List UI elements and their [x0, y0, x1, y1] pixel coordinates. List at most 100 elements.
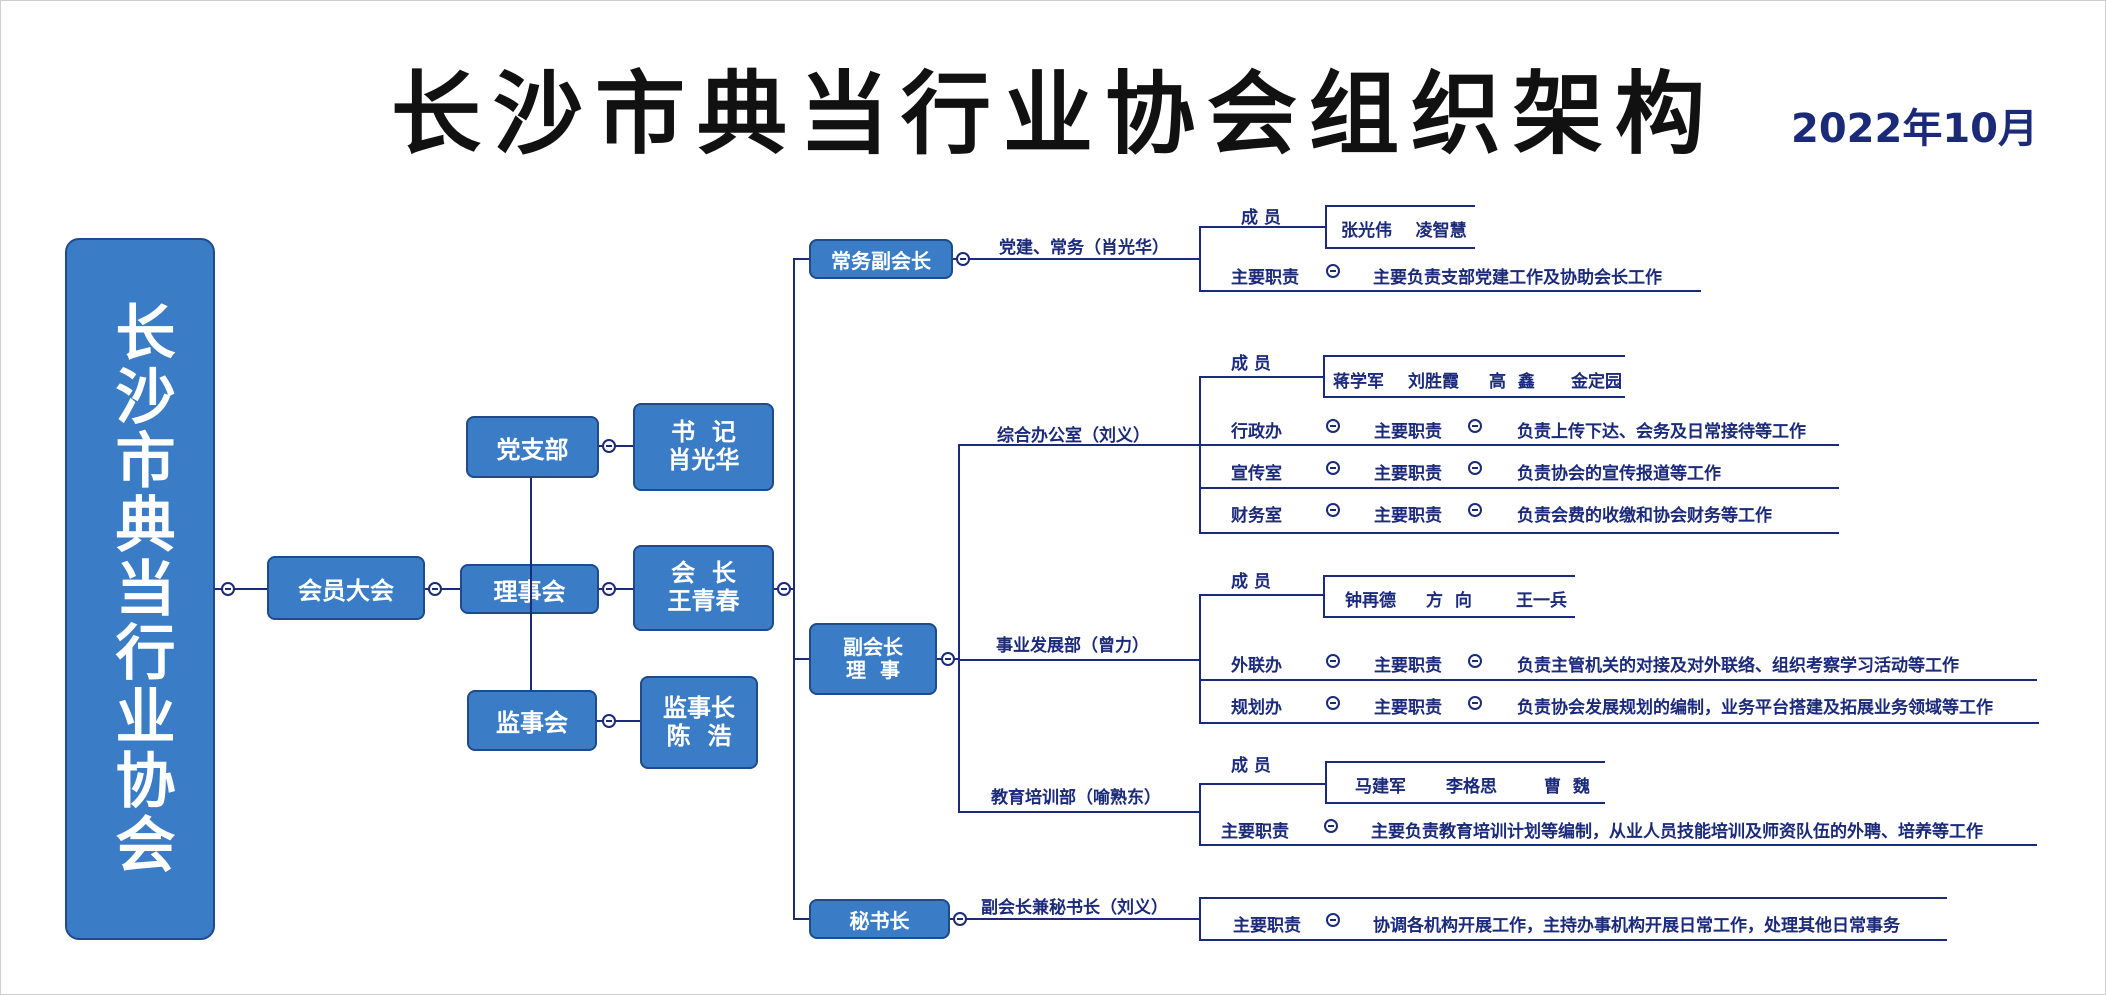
connector [1325, 247, 1475, 249]
members-label: 成 员 [1241, 208, 1281, 228]
executive-vp-box: 常务副会长 [809, 239, 953, 279]
members-label: 成 员 [1231, 756, 1271, 776]
connector [1323, 355, 1325, 397]
person-label: 王青春 [667, 587, 740, 615]
trunk-line [793, 258, 795, 920]
unit-label: 宣传室 [1231, 464, 1282, 484]
connector [950, 918, 1200, 920]
unit-label: 财务室 [1231, 506, 1282, 526]
collapse-icon[interactable] [1326, 654, 1340, 668]
collapse-icon[interactable] [1326, 264, 1340, 278]
collapse-icon[interactable] [953, 912, 967, 926]
collapse-icon[interactable] [1326, 503, 1340, 517]
unit-label: 行政办 [1231, 422, 1282, 442]
connector [1199, 444, 1839, 446]
root-association-box: 长沙市典当行业协会 [65, 238, 215, 940]
connector [1199, 594, 1323, 596]
role-label: 书 记 [671, 418, 736, 447]
connector [793, 658, 809, 660]
member-name: 高 鑫 [1489, 372, 1535, 392]
connector [793, 918, 809, 920]
members-label: 成 员 [1231, 354, 1271, 374]
connector [1199, 376, 1323, 378]
date-label: 2022年10月 [1791, 106, 2038, 152]
collapse-icon[interactable] [602, 714, 616, 728]
connector [1199, 783, 1201, 845]
member-name: 曹 魏 [1544, 777, 1590, 797]
page-title: 长沙市典当行业协会组织架构 [391, 62, 1717, 167]
role-label: 会 长 [671, 559, 736, 588]
member-name: 李格思 [1446, 777, 1497, 797]
root-label: 长沙市典当行业协会 [105, 301, 175, 877]
collapse-icon[interactable] [1468, 419, 1482, 433]
duty-label: 主要职责 [1231, 268, 1299, 288]
training-title: 教育培训部（喻熟东） [991, 788, 1161, 808]
duty-text: 负责上传下达、会务及日常接待等工作 [1517, 422, 1806, 442]
connector [599, 445, 633, 447]
collapse-icon[interactable] [1468, 696, 1482, 710]
connector [1199, 897, 1947, 899]
connector [958, 659, 1200, 661]
collapse-icon[interactable] [777, 582, 791, 596]
duty-label: 主要职责 [1221, 822, 1289, 842]
collapse-icon[interactable] [602, 582, 616, 596]
connector [1199, 487, 1839, 489]
member-name: 金定园 [1571, 372, 1622, 392]
connector [599, 588, 633, 590]
duty-label: 主要职责 [1233, 916, 1301, 936]
collapse-icon[interactable] [1326, 696, 1340, 710]
collapse-icon[interactable] [602, 439, 616, 453]
connector [1323, 355, 1625, 357]
connector [215, 588, 267, 590]
person-label: 肖光华 [667, 446, 740, 474]
vp-label: 副会长 [843, 635, 903, 659]
executive-vp-title: 党建、常务（肖光华） [999, 238, 1169, 258]
connector [1323, 575, 1575, 577]
connector [1199, 376, 1201, 534]
council-box: 理事会 [460, 564, 599, 614]
collapse-icon[interactable] [1326, 419, 1340, 433]
connector [1325, 205, 1327, 249]
duty-label: 主要职责 [1374, 422, 1442, 442]
member-name: 马建军 [1355, 777, 1406, 797]
connector [1199, 226, 1325, 228]
duty-text: 协调各机构开展工作，主持办事机构开展日常工作，处理其他日常事务 [1373, 916, 1900, 936]
collapse-icon[interactable] [1468, 654, 1482, 668]
duty-text: 负责协会的宣传报道等工作 [1517, 464, 1721, 484]
connector [1325, 802, 1605, 804]
president-box: 会 长 王青春 [633, 545, 774, 631]
collapse-icon[interactable] [1324, 819, 1338, 833]
collapse-icon[interactable] [221, 582, 235, 596]
collapse-icon[interactable] [941, 652, 955, 666]
connector [1199, 939, 1947, 941]
collapse-icon[interactable] [956, 252, 970, 266]
connector [1199, 594, 1201, 724]
connector [1199, 722, 2039, 724]
office-title: 综合办公室（刘义） [997, 426, 1150, 446]
connector [1199, 226, 1201, 292]
connector [1199, 532, 1839, 534]
branch-line [958, 444, 960, 812]
duty-label: 主要职责 [1374, 464, 1442, 484]
connector [1323, 616, 1575, 618]
connector [958, 811, 1200, 813]
members-list: 张光伟 凌智慧 [1341, 221, 1467, 241]
connector [1323, 396, 1625, 398]
connector [1325, 761, 1327, 803]
connector [597, 720, 640, 722]
collapse-icon[interactable] [1468, 461, 1482, 475]
member-name: 王一兵 [1516, 591, 1567, 611]
connector [1323, 575, 1325, 617]
duty-text: 主要负责支部党建工作及协助会长工作 [1373, 268, 1662, 288]
duty-text: 负责主管机关的对接及对外联络、组织考察学习活动等工作 [1517, 656, 1959, 676]
collapse-icon[interactable] [1468, 503, 1482, 517]
member-name: 刘胜霞 [1408, 372, 1459, 392]
collapse-icon[interactable] [1326, 913, 1340, 927]
connector [530, 478, 532, 690]
collapse-icon[interactable] [1326, 461, 1340, 475]
collapse-icon[interactable] [428, 582, 442, 596]
duty-label: 主要职责 [1374, 656, 1442, 676]
duty-label: 主要职责 [1374, 506, 1442, 526]
business-title: 事业发展部（曾力） [996, 636, 1149, 656]
